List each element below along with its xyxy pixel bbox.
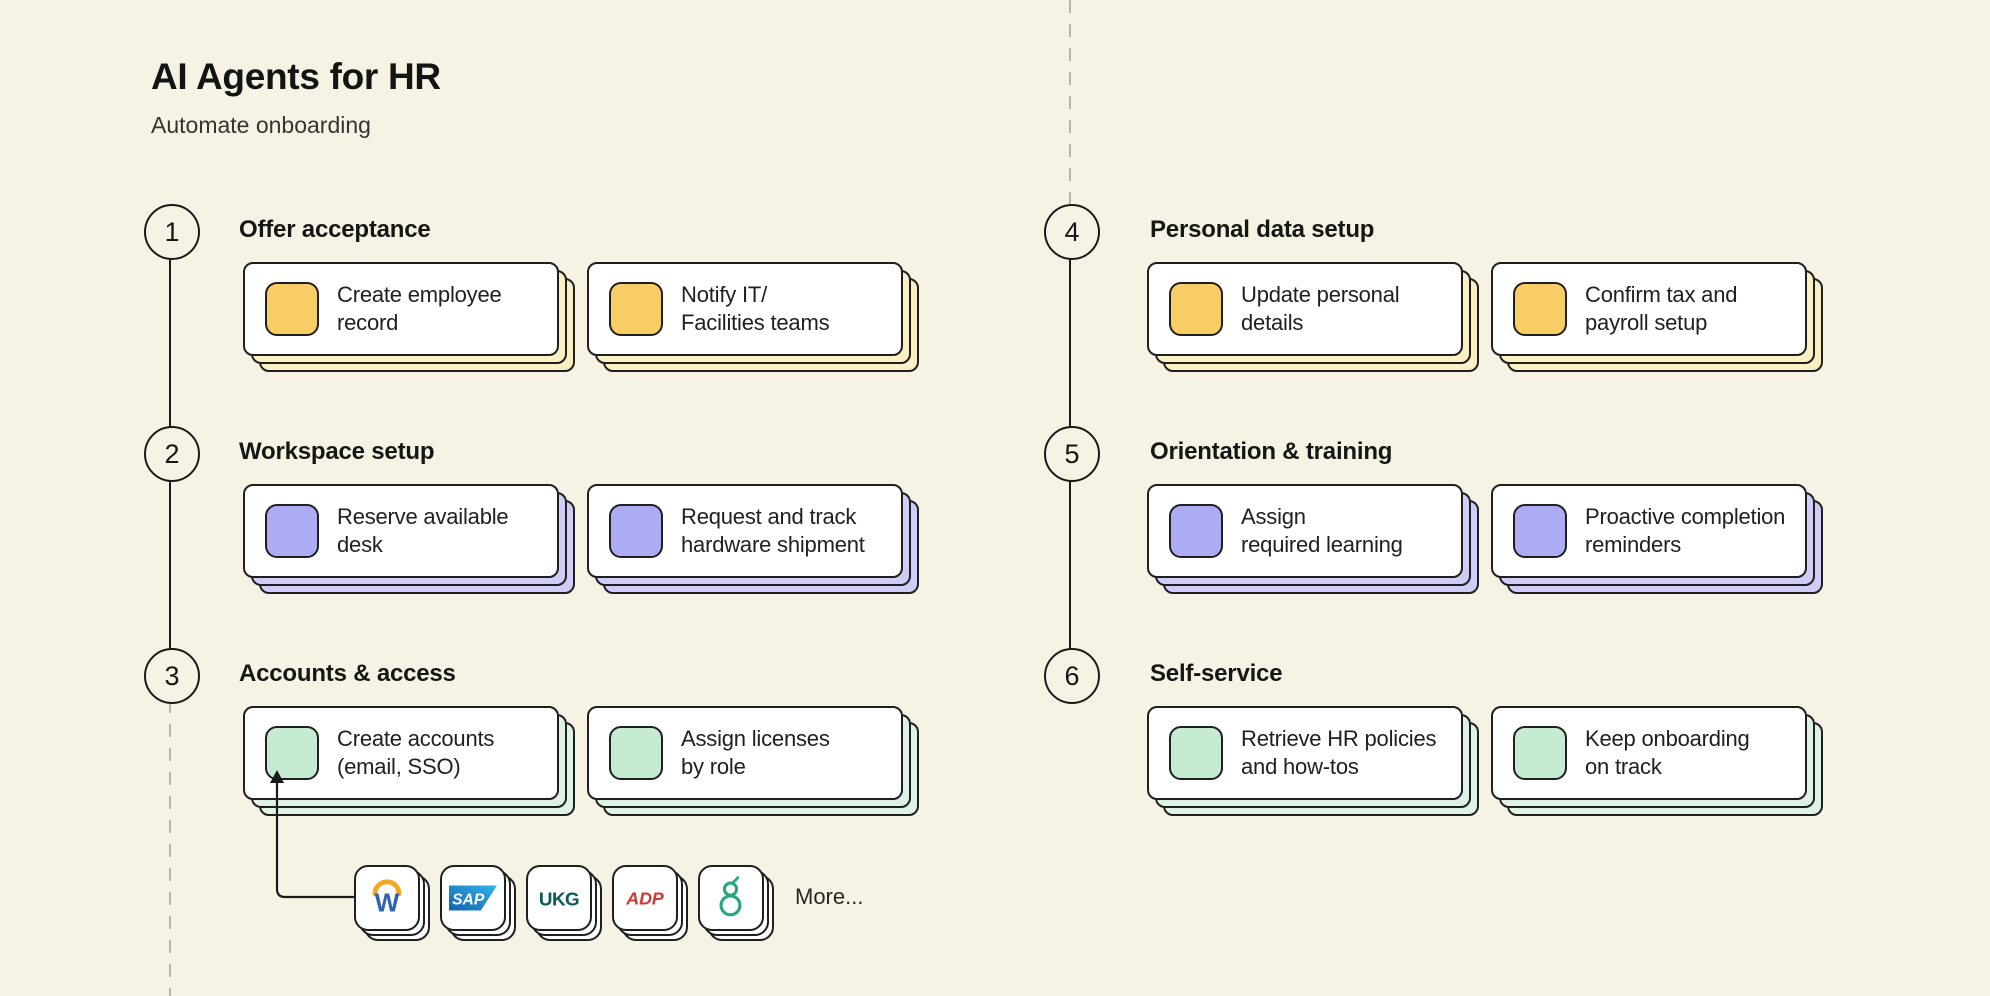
card-front: Proactive completion reminders [1491, 484, 1807, 578]
task-color-chip [1169, 504, 1223, 558]
task-color-chip [265, 282, 319, 336]
svg-text:W: W [375, 888, 400, 918]
task-label: Reserve available desk [337, 504, 509, 557]
card-front: Assign required learning [1147, 484, 1463, 578]
step-1-number-badge: 1 [144, 204, 200, 260]
logo-tile: ADP [612, 865, 688, 941]
task-color-chip [1169, 726, 1223, 780]
svg-text:ADP: ADP [625, 888, 664, 908]
step-6-cards: Retrieve HR policies and how-tos Keep on… [1147, 706, 1823, 816]
task-color-chip [609, 726, 663, 780]
step-2-title: Workspace setup [239, 438, 435, 465]
task-color-chip [1169, 282, 1223, 336]
step-5-number-badge: 5 [1044, 426, 1100, 482]
task-card: Update personal details [1147, 262, 1479, 372]
card-front: Create employee record [243, 262, 559, 356]
step-1-cards: Create employee record Notify IT/ Facili… [243, 262, 919, 372]
svg-text:SAP: SAP [452, 891, 485, 908]
step-6-title: Self-service [1150, 660, 1283, 687]
step-number: 1 [164, 216, 180, 247]
task-label: Create employee record [337, 282, 502, 335]
task-card: Notify IT/ Facilities teams [587, 262, 919, 372]
tile-front: W [354, 865, 420, 931]
logo-tile [698, 865, 774, 941]
sap-logo-icon: SAP [449, 885, 497, 911]
step-3-title: Accounts & access [239, 660, 456, 687]
task-label: Proactive completion reminders [1585, 504, 1786, 557]
svg-text:UKG: UKG [539, 888, 579, 909]
task-card: Proactive completion reminders [1491, 484, 1823, 594]
task-color-chip [1513, 504, 1567, 558]
tile-front [698, 865, 764, 931]
workday-logo-icon: W [372, 879, 402, 918]
task-card: Confirm tax and payroll setup [1491, 262, 1823, 372]
step-4-cards: Update personal details Confirm tax and … [1147, 262, 1823, 372]
step-3-number-badge: 3 [144, 648, 200, 704]
card-front: Assign licenses by role [587, 706, 903, 800]
task-card: Create employee record [243, 262, 575, 372]
task-color-chip [1513, 726, 1567, 780]
card-front: Keep onboarding on track [1491, 706, 1807, 800]
card-front: Reserve available desk [243, 484, 559, 578]
step-number: 2 [164, 438, 180, 469]
logo-tile: UKG [526, 865, 602, 941]
task-label: Confirm tax and payroll setup [1585, 282, 1738, 335]
step-number: 4 [1064, 216, 1080, 247]
integration-logos: W SAP [354, 865, 774, 941]
step-1-title: Offer acceptance [239, 216, 431, 243]
step-number: 6 [1064, 660, 1080, 691]
adp-logo-icon: ADP [625, 888, 664, 908]
task-label: Keep onboarding on track [1585, 726, 1750, 779]
task-label: Notify IT/ Facilities teams [681, 282, 830, 335]
task-label: Create accounts (email, SSO) [337, 726, 495, 779]
card-front: Create accounts (email, SSO) [243, 706, 559, 800]
step-6-number-badge: 6 [1044, 648, 1100, 704]
task-card: Retrieve HR policies and how-tos [1147, 706, 1479, 816]
ukg-logo-icon: UKG [539, 888, 580, 909]
step-5-title: Orientation & training [1150, 438, 1393, 465]
task-card: Assign required learning [1147, 484, 1479, 594]
task-color-chip [265, 504, 319, 558]
left-rail-dashed [169, 700, 172, 996]
page-title: AI Agents for HR [151, 56, 441, 97]
task-card: Keep onboarding on track [1491, 706, 1823, 816]
page-subtitle: Automate onboarding [151, 112, 371, 138]
logo-tile: W [354, 865, 430, 941]
greenhouse-logo-icon [719, 876, 742, 917]
step-2-number-badge: 2 [144, 426, 200, 482]
more-integrations-label: More... [795, 884, 864, 909]
card-front: Request and track hardware shipment [587, 484, 903, 578]
step-3-cards: Create accounts (email, SSO) Assign lice… [243, 706, 919, 816]
task-color-chip [265, 726, 319, 780]
task-label: Request and track hardware shipment [681, 504, 865, 557]
step-2-cards: Reserve available desk Request and track… [243, 484, 919, 594]
task-color-chip [609, 282, 663, 336]
task-label: Assign licenses by role [681, 726, 830, 779]
task-color-chip [609, 504, 663, 558]
step-number: 3 [164, 660, 180, 691]
card-front: Notify IT/ Facilities teams [587, 262, 903, 356]
task-label: Assign required learning [1241, 504, 1403, 557]
tile-front: UKG [526, 865, 592, 931]
card-front: Confirm tax and payroll setup [1491, 262, 1807, 356]
task-card: Reserve available desk [243, 484, 575, 594]
right-rail-dashed [1069, 0, 1072, 206]
task-card: Create accounts (email, SSO) [243, 706, 575, 816]
logo-tile: SAP [440, 865, 516, 941]
task-card: Assign licenses by role [587, 706, 919, 816]
step-number: 5 [1064, 438, 1080, 469]
step-5-cards: Assign required learning Proactive compl… [1147, 484, 1823, 594]
task-color-chip [1513, 282, 1567, 336]
task-label: Retrieve HR policies and how-tos [1241, 726, 1437, 779]
step-4-title: Personal data setup [1150, 216, 1375, 243]
integration-arrow [270, 770, 354, 899]
step-4-number-badge: 4 [1044, 204, 1100, 260]
task-card: Request and track hardware shipment [587, 484, 919, 594]
card-front: Update personal details [1147, 262, 1463, 356]
tile-front: ADP [612, 865, 678, 931]
tile-front: SAP [440, 865, 506, 931]
card-front: Retrieve HR policies and how-tos [1147, 706, 1463, 800]
task-label: Update personal details [1241, 282, 1400, 335]
